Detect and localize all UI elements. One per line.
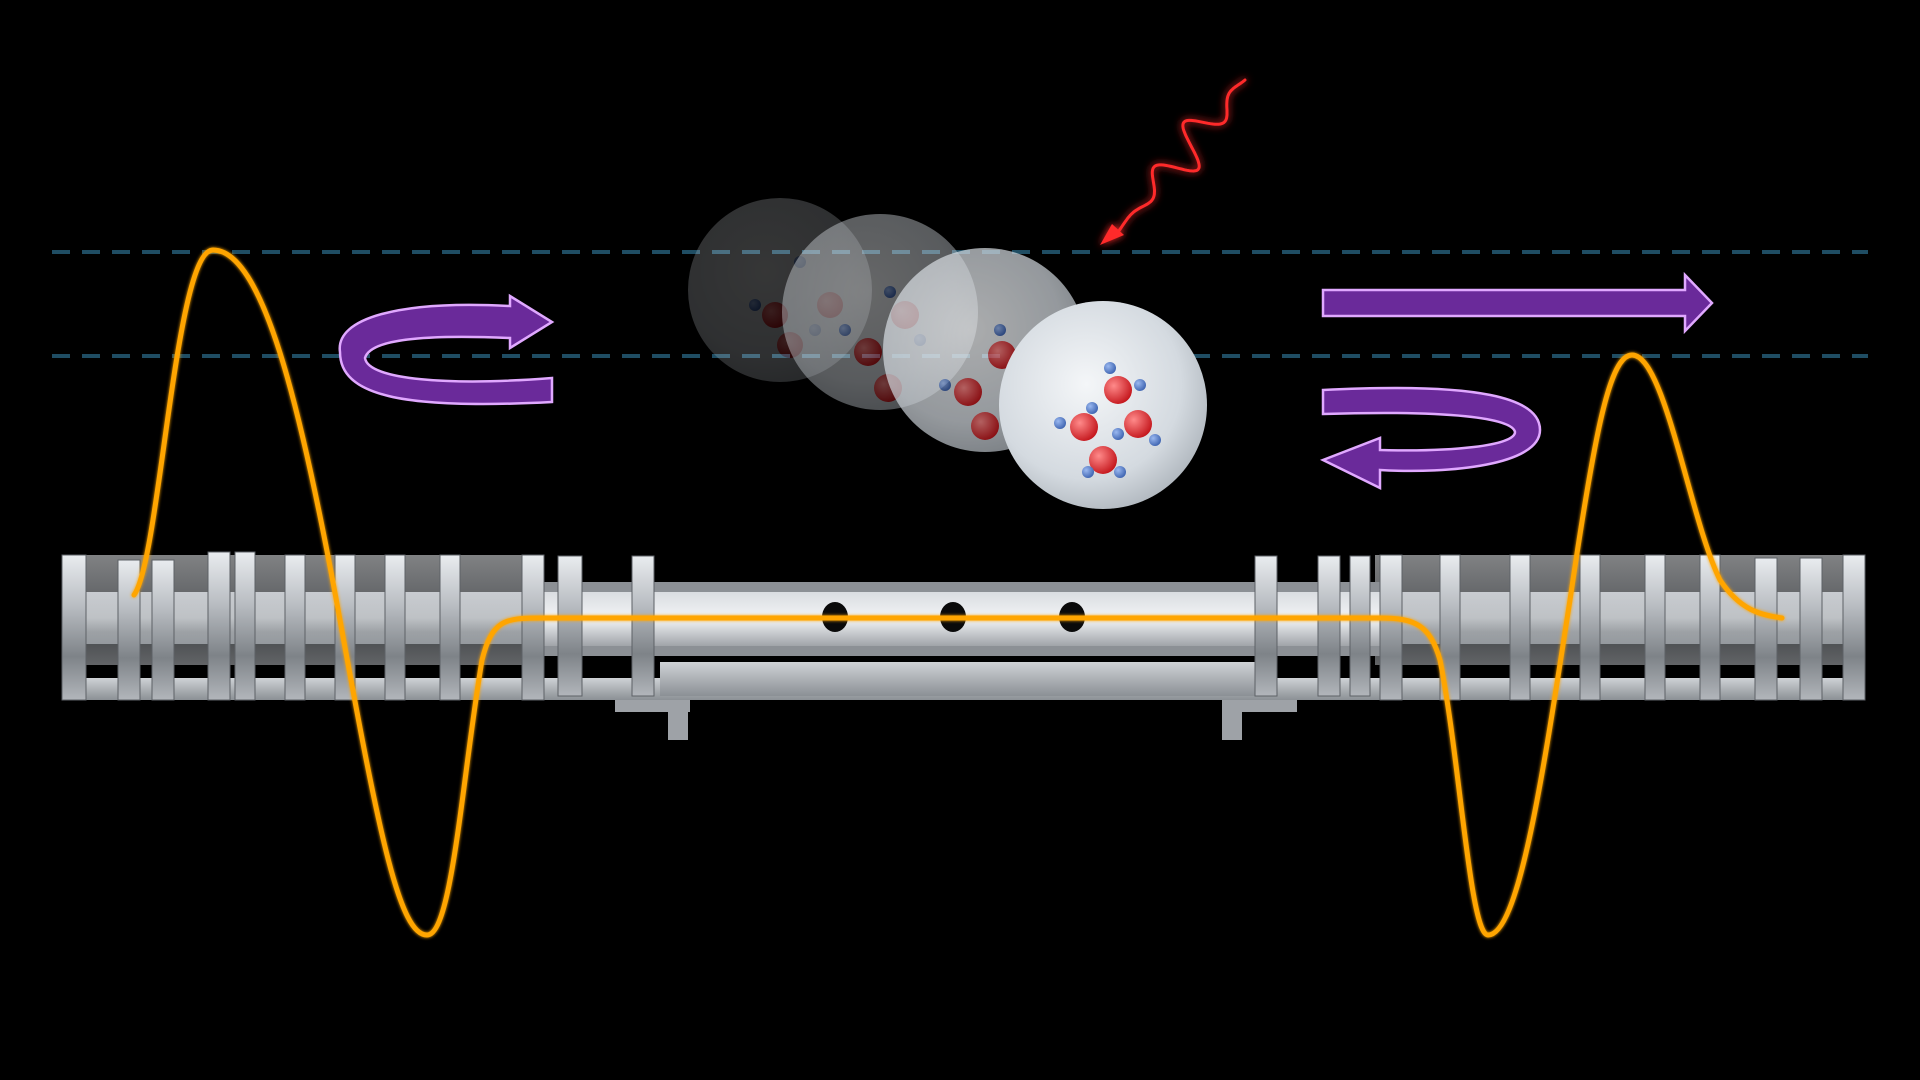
- laser-photon-wave-arrow: [1100, 78, 1247, 245]
- straight-arrow: [1321, 271, 1714, 335]
- cluster-snapshot-4: [999, 301, 1207, 509]
- water-cluster-ion-snapshots: [688, 198, 1207, 509]
- counter-clockwise-rotation-arrow: [338, 293, 555, 406]
- clockwise-rotation-arrow: [1319, 386, 1542, 491]
- electrode-discs: [61, 551, 1866, 701]
- support-bar: [660, 662, 1255, 696]
- electric-potential-curve: [131, 247, 1785, 938]
- photon-arrowhead: [1100, 224, 1124, 245]
- photon-wave: [1116, 78, 1247, 234]
